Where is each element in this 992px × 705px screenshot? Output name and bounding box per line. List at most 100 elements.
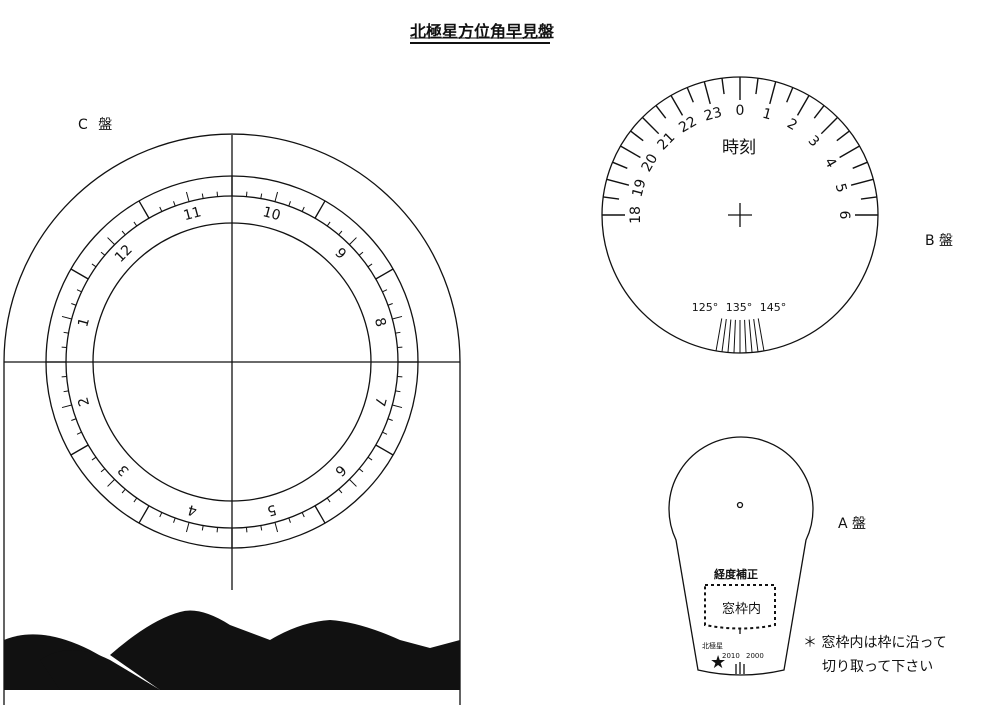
window-label: 窓枠内 <box>722 602 762 617</box>
ring-tick <box>201 525 204 531</box>
ring-number-4: 4 <box>186 501 199 519</box>
ring-number-5: 5 <box>265 501 278 519</box>
degree-tick <box>733 319 736 353</box>
ring-tick <box>71 418 77 421</box>
correction-label: 経度補正 <box>714 568 758 581</box>
hour-label-18: 18 <box>628 206 644 224</box>
ring-tick <box>392 315 403 320</box>
degree-tick <box>748 319 753 353</box>
b-disc-center-label: 時刻 <box>722 138 756 158</box>
hour-tick <box>670 95 684 116</box>
ring-tick <box>100 251 106 256</box>
hour-tick <box>755 78 759 95</box>
year-2010: 2010 <box>722 652 740 660</box>
hour-tick <box>630 130 644 142</box>
ring-tick <box>358 251 364 256</box>
ring-tick <box>395 331 401 334</box>
ring-tick <box>143 505 150 515</box>
hour-label-1: 1 <box>761 106 774 124</box>
mountain-silhouette <box>4 610 460 690</box>
hour-tick <box>612 161 628 169</box>
ring-tick <box>301 206 305 212</box>
hour-label-0: 0 <box>736 103 745 119</box>
hour-label-6: 6 <box>836 211 852 220</box>
hour-tick <box>603 196 620 200</box>
ring-tick <box>143 209 150 219</box>
ring-tick <box>260 193 263 199</box>
ring-tick <box>76 431 82 435</box>
hour-tick <box>655 105 667 119</box>
ring-tick <box>121 488 126 494</box>
ring-tick <box>367 456 373 461</box>
hour-label-3: 3 <box>805 133 823 151</box>
degree-label-0: 125° <box>692 301 719 314</box>
a-disc-outline <box>668 436 814 676</box>
ring-tick <box>288 201 291 207</box>
ring-tick <box>133 497 138 503</box>
ring-tick <box>100 468 106 473</box>
ring-number-9: 9 <box>331 245 349 263</box>
ring-number-3: 3 <box>115 461 133 479</box>
hour-label-2: 2 <box>784 116 800 134</box>
degree-tick <box>744 319 747 353</box>
ring-tick <box>159 512 163 518</box>
hour-tick <box>813 105 825 119</box>
ring-tick <box>260 525 263 531</box>
ring-tick <box>173 517 176 523</box>
ring-tick <box>338 230 343 236</box>
note-line-1: ＊ 窓枠内は枠に沿って <box>803 635 947 651</box>
ring-number-10: 10 <box>261 204 282 224</box>
window-frame <box>704 584 776 630</box>
year-2000: 2000 <box>746 652 764 660</box>
hour-tick <box>703 81 711 105</box>
a-disc-label: A 盤 <box>838 516 867 532</box>
ring-tick <box>349 237 357 245</box>
hour-label-5: 5 <box>832 182 850 195</box>
degree-tick <box>727 319 732 353</box>
hour-label-22: 22 <box>676 114 699 137</box>
degree-tick <box>715 318 723 351</box>
ring-tick <box>79 273 89 280</box>
degree-label-1: 135° <box>726 301 753 314</box>
hour-label-20: 20 <box>639 151 662 174</box>
ring-number-6: 6 <box>331 461 349 479</box>
ring-tick <box>107 237 115 245</box>
degree-tick <box>753 319 759 352</box>
hour-tick <box>769 81 777 105</box>
ring-tick <box>338 488 343 494</box>
hour-tick <box>860 196 877 200</box>
ring-tick <box>375 444 385 451</box>
ring-tick <box>274 191 279 202</box>
ring-tick <box>375 273 385 280</box>
hour-label-4: 4 <box>821 155 839 171</box>
ring-tick <box>382 289 388 293</box>
ring-tick <box>159 206 163 212</box>
a-disc-pivot <box>736 501 744 509</box>
ring-tick <box>367 263 373 268</box>
hour-tick <box>839 145 860 159</box>
ring-number-1: 1 <box>75 316 93 329</box>
ring-tick <box>71 303 77 306</box>
ring-tick <box>387 418 393 421</box>
ring-tick <box>185 522 190 533</box>
hour-label-19: 19 <box>630 177 650 198</box>
hour-tick <box>606 178 630 186</box>
ring-tick <box>301 512 305 518</box>
ring-number-7: 7 <box>371 395 389 408</box>
b-disc-label: B 盤 <box>925 233 954 249</box>
ring-tick <box>326 497 331 503</box>
hour-tick <box>820 116 839 135</box>
hour-tick <box>836 130 850 142</box>
degree-tick <box>721 319 727 352</box>
a-disc <box>410 37 814 676</box>
ring-tick <box>274 522 279 533</box>
hour-tick <box>796 95 810 116</box>
ring-tick <box>173 201 176 207</box>
hour-tick <box>686 87 694 103</box>
ring-tick <box>185 191 190 202</box>
ring-tick <box>107 479 115 487</box>
hour-tick <box>850 178 874 186</box>
ring-tick <box>61 315 72 320</box>
hour-tick <box>620 145 641 159</box>
